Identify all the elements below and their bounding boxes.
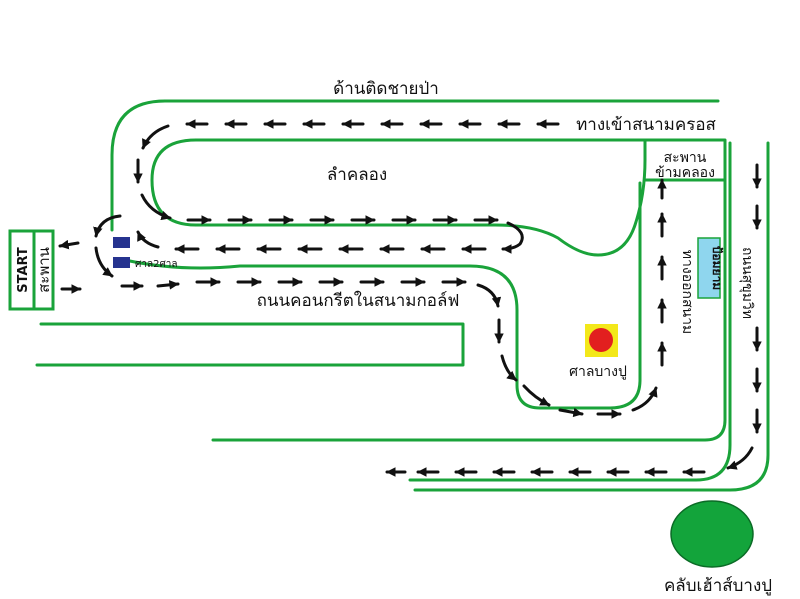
route-arrows — [58, 119, 762, 477]
bangpu-shrine-icon — [585, 324, 618, 357]
field-road-label: ทางออกสนาม — [679, 250, 695, 334]
bridge-label-top: สะพาน — [664, 150, 707, 166]
route-arrow — [141, 124, 170, 150]
coast-road-label: ด้านติดชายป่า — [333, 79, 439, 99]
checkpoint-box: ป้อมยาม — [697, 237, 724, 299]
field-road-edge — [211, 178, 727, 442]
main-road-inner — [408, 141, 732, 482]
roads — [35, 99, 770, 492]
concrete-road-edge — [35, 322, 465, 367]
bangpu-shrine-label: ศาลบางปู — [569, 364, 627, 380]
entrance-road-label: ทางเข้าสนามครอส — [576, 115, 716, 135]
route-arrow — [136, 230, 160, 249]
canal-label: ลำคลอง — [327, 165, 387, 185]
route-arrow — [500, 354, 518, 382]
route-arrow — [476, 283, 502, 308]
concrete-road-label: ถนนคอนกรีตในสนามกอล์ฟ — [257, 290, 460, 311]
route-arrow — [93, 214, 122, 238]
canal-loop-edge — [150, 138, 659, 257]
route-arrow — [522, 384, 551, 407]
bridge-label-bottom: ข้ามคลอง — [655, 165, 715, 181]
club-house-icon — [670, 500, 754, 568]
route-arrow — [58, 239, 80, 250]
two-shrines-label: ศาล2ศาล — [135, 259, 178, 270]
route-arrow — [501, 221, 524, 254]
main-road-label: ถนนสุขุมวิท — [739, 247, 755, 319]
bridge-box — [643, 138, 727, 182]
main-road-outer — [413, 141, 770, 492]
route-arrow — [558, 407, 584, 418]
route-arrow — [631, 386, 658, 412]
route-arrow — [726, 446, 754, 470]
start-box: START สะพาน — [8, 229, 55, 311]
route-arrow — [156, 280, 180, 290]
two-shrines-icon — [113, 237, 130, 268]
route-arrow — [140, 193, 172, 221]
club-label: คลับเฮ้าส์บางปู — [664, 576, 772, 596]
route-arrow — [94, 246, 114, 278]
start-label: START — [16, 247, 31, 293]
checkpoint-label: ป้อมยาม — [710, 246, 724, 290]
start-bridge-label: สะพาน — [35, 247, 53, 293]
inner-track-edge — [123, 181, 642, 410]
outer-road-edge — [110, 99, 720, 232]
